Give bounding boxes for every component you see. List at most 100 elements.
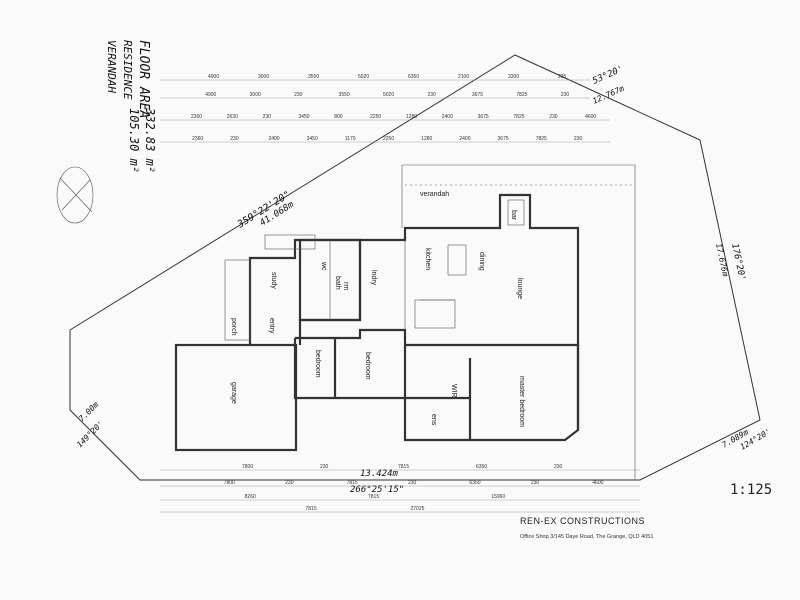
- dimension-label: 7825: [536, 136, 547, 142]
- dimension-label: 6350: [469, 480, 480, 486]
- bearing-bottom-angle: 266°25'15": [350, 485, 404, 495]
- bearing-top-length: 12.767m: [591, 84, 626, 106]
- room-master-bedroom: master bedroom: [518, 376, 525, 427]
- dimension-label: 8260: [245, 494, 256, 500]
- company-address: Office Shop 3/145 Daye Road, The Grange,…: [520, 534, 654, 540]
- bearing-right-length: 17.676m: [714, 243, 730, 278]
- dimension-label: 1170: [345, 136, 356, 142]
- dimension-label: 15960: [491, 494, 505, 500]
- dimension-label: 3000: [250, 92, 261, 98]
- dimension-label: 4600: [592, 480, 603, 486]
- room-lounge: lounge: [516, 278, 523, 299]
- company-name: REN-EX CONSTRUCTIONS: [520, 516, 646, 526]
- dimension-label: 7815: [306, 506, 317, 512]
- dimension-label: 7800: [242, 464, 253, 470]
- dimension-label: 3675: [498, 136, 509, 142]
- dimension-label: 230: [554, 464, 563, 470]
- dimension-label: 4900: [208, 74, 219, 80]
- dimension-label: 3450: [307, 136, 318, 142]
- note-floor-area: FLOOR AREA: [136, 40, 151, 118]
- dimension-label: 7800: [224, 480, 235, 486]
- room-bar: bar: [510, 210, 517, 221]
- room-wc: wc: [320, 261, 327, 271]
- dimension-label: 27025: [411, 506, 425, 512]
- dimension-label: 3000: [258, 74, 269, 80]
- dimension-label: 4900: [205, 92, 216, 98]
- room-porch: porch: [230, 318, 237, 336]
- floor-area-notes: FLOOR AREA RESIDENCE VERANDAH 332.83 m² …: [105, 40, 157, 173]
- dimension-label: 4600: [585, 114, 596, 120]
- room-verandah: verandah: [420, 191, 449, 198]
- bearing-sw-angle: 149°20': [75, 419, 105, 449]
- dimension-label: 6350: [476, 464, 487, 470]
- dimension-label: 3300: [508, 74, 519, 80]
- dimension-label: 2400: [268, 136, 279, 142]
- dimension-label: 2100: [458, 74, 469, 80]
- dimension-label: 1280: [421, 136, 432, 142]
- dimension-label: 230: [263, 114, 272, 120]
- dimension-label: 7815: [368, 494, 379, 500]
- dimension-label: 230: [549, 114, 558, 120]
- room-bedroom-2: bedroom: [364, 352, 371, 380]
- drawing-scale: 1:125: [730, 482, 773, 498]
- dimension-label: 230: [531, 480, 540, 486]
- dimension-label: 2400: [442, 114, 453, 120]
- bearing-top-angle: 53°20': [591, 64, 625, 86]
- room-kitchen: kitchen: [424, 248, 431, 270]
- dimension-label: 2400: [459, 136, 470, 142]
- dimension-label: 230: [230, 136, 239, 142]
- room-rm: rm: [342, 282, 349, 290]
- dimension-label: 3675: [478, 114, 489, 120]
- bearing-bottom-length: 13.424m: [360, 469, 399, 479]
- building-walls: [174, 193, 580, 452]
- room-ens: ens: [430, 414, 437, 426]
- bottom-dimensions: [160, 469, 640, 513]
- dimension-label: 6350: [408, 74, 419, 80]
- dimension-label: 230: [320, 464, 329, 470]
- dimension-label: 2250: [383, 136, 394, 142]
- dimension-label: 2630: [227, 114, 238, 120]
- dimension-label: 235: [558, 74, 567, 80]
- note-residence: RESIDENCE: [121, 40, 134, 100]
- room-lndry: lndry: [370, 270, 377, 286]
- room-wir: WIR: [450, 384, 457, 398]
- note-verandah: VERANDAH: [105, 40, 118, 93]
- dimension-label: 230: [427, 92, 436, 98]
- dimension-label: 230: [561, 92, 570, 98]
- dimension-label: 7825: [516, 92, 527, 98]
- dimension-label: 5020: [358, 74, 369, 80]
- north-arrow-icon: [56, 166, 94, 224]
- dimension-label: 3450: [298, 114, 309, 120]
- room-bath: bath: [334, 276, 341, 290]
- room-dining: dining: [478, 252, 485, 271]
- dimension-label: 7825: [513, 114, 524, 120]
- boundary-labels: 53°20' 12.767m 359°22'20" 41.068m 176°20…: [75, 64, 772, 495]
- room-entry: entry: [268, 318, 275, 334]
- dimension-label: 2360: [192, 136, 203, 142]
- dimension-label: 800: [334, 114, 343, 120]
- dimension-label: 7815: [398, 464, 409, 470]
- property-boundary: [69, 54, 761, 481]
- dimension-label: 7815: [347, 480, 358, 486]
- room-labels: verandah kitchen dining lounge study bat…: [230, 191, 525, 427]
- bearing-right-angle: 176°20': [729, 243, 747, 282]
- dimension-label: 2250: [370, 114, 381, 120]
- note-verandah-value: 105.30 m²: [127, 108, 141, 173]
- dimension-label: 230: [574, 136, 583, 142]
- dimension-label: 230: [408, 480, 417, 486]
- dimension-label: 3675: [472, 92, 483, 98]
- room-garage: garage: [230, 382, 237, 404]
- dimension-label: 230: [294, 92, 303, 98]
- top-dimension-labels: 4900 3000 3550 5020 6350 2100 3300 235 4900 3000 2…: [191, 74, 597, 142]
- dimension-label: 3550: [308, 74, 319, 80]
- verandah-outline: [401, 164, 636, 480]
- dimension-label: 5020: [383, 92, 394, 98]
- room-bedroom-1: bedroom: [314, 350, 321, 378]
- dimension-label: 2360: [191, 114, 202, 120]
- top-dimensions: [160, 79, 610, 143]
- note-residence-value: 332.83 m²: [143, 107, 157, 173]
- room-study: study: [270, 272, 277, 289]
- dimension-label: 1280: [406, 114, 417, 120]
